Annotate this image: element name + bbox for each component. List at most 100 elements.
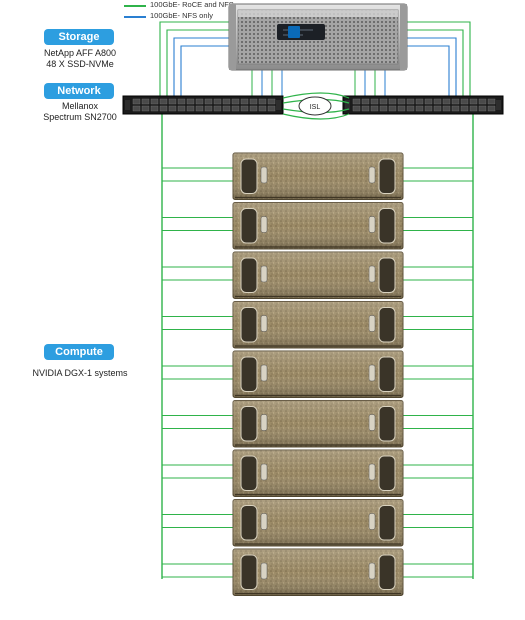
dgx-handle-left (240, 505, 258, 541)
switch-port (249, 98, 258, 105)
dgx-handle-left (240, 406, 258, 442)
switch-port (478, 105, 487, 112)
switch-right (342, 95, 504, 115)
storage-cable (407, 21, 471, 100)
dgx-indicator (368, 513, 376, 530)
switch-port (213, 98, 222, 105)
storage-cables (159, 21, 471, 100)
switch-port (141, 98, 150, 105)
dgx-handle-right (378, 356, 396, 392)
switch-port (388, 105, 397, 112)
switch-port (379, 98, 388, 105)
dgx-shading (233, 202, 403, 249)
dgx-indicator (368, 265, 376, 283)
dgx-chassis (232, 251, 404, 299)
network-description: Mellanox Spectrum SN2700 (30, 101, 130, 123)
dgx-indicator (260, 414, 268, 431)
netapp-logo-icon (288, 26, 300, 38)
dgx-indicator (368, 216, 376, 233)
switch-port (258, 105, 267, 112)
dgx-indicator (368, 315, 376, 332)
storage-description: NetApp AFF A800 48 X SSD-NVMe (30, 48, 130, 70)
switch-port (141, 105, 150, 112)
switch-port (370, 105, 379, 112)
dgx-shading (233, 351, 403, 398)
legend-swatch-blue (124, 16, 146, 18)
compute-cables (161, 114, 474, 579)
dgx-system (232, 301, 404, 349)
switch-port (222, 98, 231, 105)
switch-port (352, 98, 361, 105)
dgx-system (232, 350, 404, 398)
dgx-system (232, 449, 404, 497)
isl-link: ISL (282, 92, 350, 120)
switch-port (231, 105, 240, 112)
dgx-handle-left (240, 356, 258, 392)
dgx-indicator (368, 562, 376, 580)
dgx-chassis (232, 548, 404, 596)
dgx-indicator (260, 513, 268, 530)
dgx-handle-left (240, 158, 258, 194)
switch-bracket (345, 100, 350, 110)
network-vendor: Mellanox (61, 101, 99, 111)
storage-cable (407, 37, 457, 100)
switch-port (451, 105, 460, 112)
dgx-indicator (368, 463, 376, 481)
dgx-indicator (260, 216, 268, 233)
switch-port (433, 98, 442, 105)
switch-bracket (276, 100, 281, 110)
dgx-stack (232, 152, 404, 596)
storage-drives: 48 X SSD-NVMe (46, 59, 114, 69)
dgx-handle-right (378, 257, 396, 293)
switch-port (195, 105, 204, 112)
switch-bracket (496, 100, 501, 110)
legend-swatch-green (124, 5, 146, 7)
switch-port (168, 105, 177, 112)
network-tag: Network (44, 83, 114, 99)
storage-cable (407, 29, 464, 100)
isl-label: ISL (310, 104, 321, 111)
dgx-shading (233, 252, 403, 299)
switch-port (370, 98, 379, 105)
dgx-indicator (260, 265, 268, 283)
switch-left (122, 95, 284, 115)
switch-port (150, 98, 159, 105)
switch-port (397, 105, 406, 112)
dgx-indicator (260, 463, 268, 481)
legend-label: 100GbE- NFS only (150, 11, 213, 20)
storage-model: NetApp AFF A800 (43, 48, 117, 58)
legend-label: 100GbE- RoCE and NFS (150, 0, 234, 9)
switch-port (406, 105, 415, 112)
dgx-chassis (232, 301, 404, 349)
dgx-indicator (368, 414, 376, 431)
dgx-chassis (232, 152, 404, 200)
dgx-indicator (260, 364, 268, 382)
dgx-handle-left (240, 208, 258, 244)
switch-port (267, 98, 276, 105)
dgx-system (232, 400, 404, 448)
switch-port (249, 105, 258, 112)
switch-port (195, 98, 204, 105)
switch-port (442, 105, 451, 112)
switch-port (267, 105, 276, 112)
dgx-chassis (232, 202, 404, 250)
switch-port (361, 105, 370, 112)
storage-cable (159, 21, 229, 100)
dgx-shading (233, 153, 403, 200)
dgx-handle-right (378, 505, 396, 541)
storage-cable (166, 29, 229, 100)
network-model: Spectrum SN2700 (43, 112, 117, 122)
switch-port (487, 105, 496, 112)
switch-port (487, 98, 496, 105)
storage-cable (180, 45, 229, 100)
dgx-handle-right (378, 307, 396, 343)
switch-port (204, 98, 213, 105)
dgx-handle-left (240, 307, 258, 343)
switch-port (177, 98, 186, 105)
dgx-shading (233, 301, 403, 348)
switch-port (415, 105, 424, 112)
dgx-handle-right (378, 406, 396, 442)
dgx-system (232, 202, 404, 250)
switch-port (424, 105, 433, 112)
